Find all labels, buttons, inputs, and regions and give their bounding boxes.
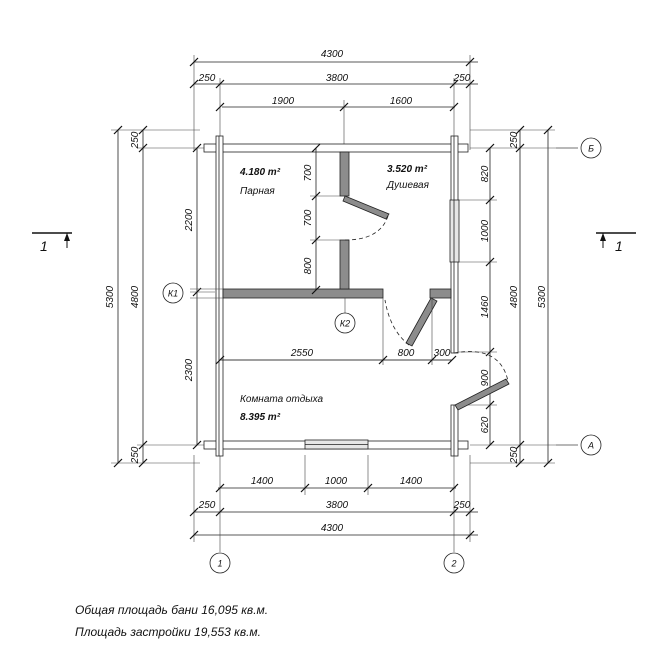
top-dimensions: 4300 250 3800 250 1900 1600 [189,49,478,150]
dim-top-total: 4300 [321,49,344,60]
dim-right-seg5: 620 [480,416,491,433]
partition-horizontal-right [429,288,452,299]
steam-room-name: Парная [240,186,275,197]
dim-right-window: 1000 [480,219,491,242]
dim-left-top-wall: 250 [130,131,141,149]
note-total-area: Общая площадь бани 16,095 кв.м. [75,603,269,617]
note-build-area: Площадь застройки 19,553 кв.м. [75,625,261,639]
marker-k2-circle [334,312,356,334]
dim-right-door: 900 [480,369,491,386]
axis-b-label: Б [588,144,594,154]
partition-horizontal [222,288,384,299]
window-right [449,199,460,263]
dim-bottom-total: 4300 [321,523,344,534]
dim-left-bottom-wall: 250 [130,446,141,464]
dim-top-room1: 1900 [272,96,295,107]
marker-k1-circle [162,282,184,304]
dim-left-inner: 4800 [130,285,141,308]
shower-room-area: 3.520 m² [387,164,428,175]
axis-1-circle [209,552,231,574]
marker-k2-label: К2 [340,319,350,329]
section-right-label: 1 [615,238,623,254]
dim-bottom-window: 1000 [325,476,348,487]
dim-right-seg1: 820 [480,165,491,182]
dim-bottom-seg3: 1400 [400,476,423,487]
dim-right-bottom-wall: 250 [509,446,520,464]
dim-mid-door2: 800 [303,257,314,274]
axis-2-circle [443,552,465,574]
dim-mid-door1: 700 [303,164,314,181]
door-swing-entrance [453,351,509,382]
dim-bottom-seg1: 1400 [251,476,274,487]
right-dimensions: 820 1000 1460 900 620 250 250 4800 5300 [458,125,578,468]
rest-room-name: Комната отдыха [240,394,323,405]
dim-bottom-right-wall: 250 [453,500,471,511]
door-leaf-rest [405,297,438,347]
door-leaf-entrance [454,378,510,411]
section-marks: 1 1 [32,232,636,254]
left-dimensions: 5300 4800 250 250 2200 2300 [105,125,215,468]
dim-rest-jamb: 300 [434,348,451,359]
partition-vertical-top [339,151,350,197]
right-wall-lower [450,404,459,457]
top-wall [203,143,469,153]
dim-top-inner: 3800 [326,73,349,84]
dim-right-outer: 5300 [537,285,548,308]
door-leaf-steam [342,195,390,220]
door-swing-steam [344,215,389,241]
dim-left-outer: 5300 [105,285,116,308]
axis-2-label: 2 [450,559,456,569]
dim-left-room-bottom: 2300 [184,358,195,382]
dim-right-top-wall: 250 [509,131,520,149]
dim-left-room-top: 2200 [184,208,195,232]
dim-rest-width: 2550 [290,348,314,359]
axis-1-label: 1 [217,559,222,569]
dim-bottom-left-wall: 250 [198,500,216,511]
doors [342,195,510,411]
dim-right-seg3: 1460 [480,295,491,318]
dim-bottom-inner: 3800 [326,500,349,511]
dim-mid-wall: 700 [303,209,314,226]
door-swing-rest [384,299,410,346]
axis-a-circle [580,434,602,456]
steam-room-area: 4.180 m² [239,167,281,178]
axis-a-label: А [587,441,594,451]
partition-dimensions: 700 700 800 2550 800 300 [215,143,457,365]
partition-vertical-bottom [339,239,350,290]
dim-top-room2: 1600 [390,96,413,107]
section-left-label: 1 [40,238,48,254]
rest-room-area: 8.395 m² [240,412,281,423]
dim-top-left-wall: 250 [198,73,216,84]
bottom-dimensions: 1400 1000 1400 250 3800 250 4300 [189,455,478,542]
marker-k1-label: К1 [168,289,178,299]
axis-lines [219,147,578,552]
dim-right-inner: 4800 [509,285,520,308]
dim-rest-door: 800 [398,348,415,359]
markers: К1 К2 Б А 1 2 [162,137,602,574]
room-labels: 4.180 m² Парная 3.520 m² Душевая Комната… [239,164,430,423]
axis-b-circle [580,137,602,159]
dim-top-right-wall: 250 [453,73,471,84]
left-wall [215,135,224,457]
shower-room-name: Душевая [386,180,430,191]
walls [203,135,469,457]
